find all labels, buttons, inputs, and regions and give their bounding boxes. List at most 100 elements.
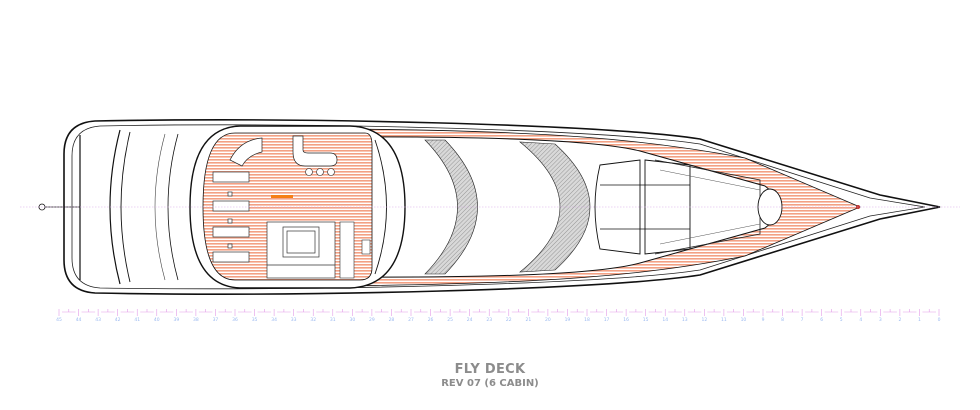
ruler-label: 24: [467, 317, 473, 323]
ruler-label: 19: [565, 317, 571, 323]
ruler-half-tick: [101, 309, 115, 313]
ruler-half-tick: [805, 309, 819, 313]
ruler-label: 27: [408, 317, 414, 323]
ruler-label: 13: [682, 317, 688, 323]
ruler-label: 10: [741, 317, 747, 323]
ruler-label: 40: [154, 317, 160, 323]
ruler-half-tick: [433, 309, 448, 313]
ruler-half-tick: [472, 309, 487, 313]
ruler-half-tick: [531, 309, 545, 313]
ruler-half-tick: [120, 309, 135, 313]
ruler-label: 15: [643, 317, 649, 323]
ruler-label: 37: [213, 317, 219, 323]
ruler-half-tick: [550, 309, 565, 313]
ruler-half-tick: [766, 309, 780, 313]
ruler-label: 8: [781, 317, 784, 323]
ruler-half-tick: [257, 309, 272, 313]
ruler-label: 12: [701, 317, 707, 323]
ruler-half-tick: [511, 309, 526, 313]
ruler-half-tick: [453, 309, 467, 313]
ruler-half-tick: [159, 309, 174, 313]
helm-seat: [361, 239, 371, 255]
ruler-half-tick: [198, 309, 213, 313]
ruler-half-tick: [62, 309, 76, 313]
ruler-label: 31: [330, 317, 336, 323]
ruler-label: 45: [56, 317, 62, 323]
drawing-title: FLY DECK: [454, 362, 526, 377]
ruler-label: 38: [193, 317, 199, 323]
sun-loungers: [212, 171, 250, 263]
ruler-label: 18: [584, 317, 590, 323]
ruler-half-tick: [81, 309, 96, 313]
ruler-label: 9: [762, 317, 765, 323]
ruler-half-tick: [140, 309, 154, 313]
ruler-label: 39: [173, 317, 179, 323]
side-console: [339, 221, 355, 279]
ruler-label: 3: [879, 317, 882, 323]
ruler-label: 5: [840, 317, 843, 323]
ruler-half-tick: [394, 309, 408, 313]
ruler-label: 2: [898, 317, 901, 323]
ruler-label: 0: [938, 317, 941, 323]
ruler-label: 16: [623, 317, 629, 323]
ruler-label: 41: [134, 317, 140, 323]
ruler-half-tick: [296, 309, 311, 313]
ruler-half-tick: [355, 309, 369, 313]
ruler-half-tick: [746, 309, 760, 313]
ruler-label: 43: [95, 317, 101, 323]
bar-counter: [292, 135, 338, 167]
ruler-half-tick: [609, 309, 624, 313]
ruler-label: 7: [801, 317, 804, 323]
ruler-half-tick: [707, 309, 721, 313]
ruler-label: 11: [721, 317, 727, 323]
ruler-label: 21: [525, 317, 531, 323]
ruler-half-tick: [922, 309, 936, 313]
ruler-label: 26: [428, 317, 434, 323]
ruler-half-tick: [570, 309, 584, 313]
ruler-half-tick: [824, 309, 839, 313]
ruler-half-tick: [590, 309, 604, 313]
ruler-half-tick: [726, 309, 741, 313]
ruler-label: 6: [820, 317, 823, 323]
ruler-half-tick: [883, 309, 897, 313]
ruler-label: 33: [291, 317, 297, 323]
ruler-half-tick: [414, 309, 428, 313]
ruler-half-tick: [277, 309, 291, 313]
ruler-half-tick: [238, 309, 252, 313]
ruler-label: 4: [859, 317, 862, 323]
hatched-crescent-aft: [424, 139, 478, 275]
ruler-half-tick: [785, 309, 800, 313]
ruler-label: 28: [389, 317, 395, 323]
ruler-label: 14: [662, 317, 668, 323]
ruler-half-tick: [844, 309, 858, 313]
ruler-half-tick: [648, 309, 663, 313]
ruler-label: 25: [447, 317, 453, 323]
ruler-label: 32: [310, 317, 316, 323]
ruler-half-tick: [687, 309, 702, 313]
ruler-label: 35: [252, 317, 258, 323]
ruler-label: 20: [545, 317, 551, 323]
ruler-label: 29: [369, 317, 375, 323]
aft-arc-2: [120, 131, 131, 283]
foredeck-seating: [594, 159, 691, 255]
spiral-stair: [229, 137, 263, 167]
ruler-half-tick: [218, 309, 232, 313]
ruler-label: 17: [604, 317, 610, 323]
ruler-half-tick: [863, 309, 878, 313]
ruler-label: 34: [271, 317, 277, 323]
hull-inner-line: [71, 124, 926, 290]
drawing-subtitle: REV 07 (6 CABIN): [441, 378, 539, 389]
ruler-label: 36: [232, 317, 238, 323]
ruler-label: 44: [76, 317, 82, 323]
ruler-half-tick: [902, 309, 917, 313]
jacuzzi: [266, 221, 336, 279]
hatched-crescent-fwd: [519, 141, 591, 273]
ruler-label: 23: [486, 317, 492, 323]
ruler-half-tick: [629, 309, 643, 313]
ruler-half-tick: [374, 309, 389, 313]
ruler-label: 1: [918, 317, 921, 323]
ruler-half-tick: [492, 309, 506, 313]
deck-label-mark: [271, 195, 293, 198]
ruler-half-tick: [335, 309, 350, 313]
